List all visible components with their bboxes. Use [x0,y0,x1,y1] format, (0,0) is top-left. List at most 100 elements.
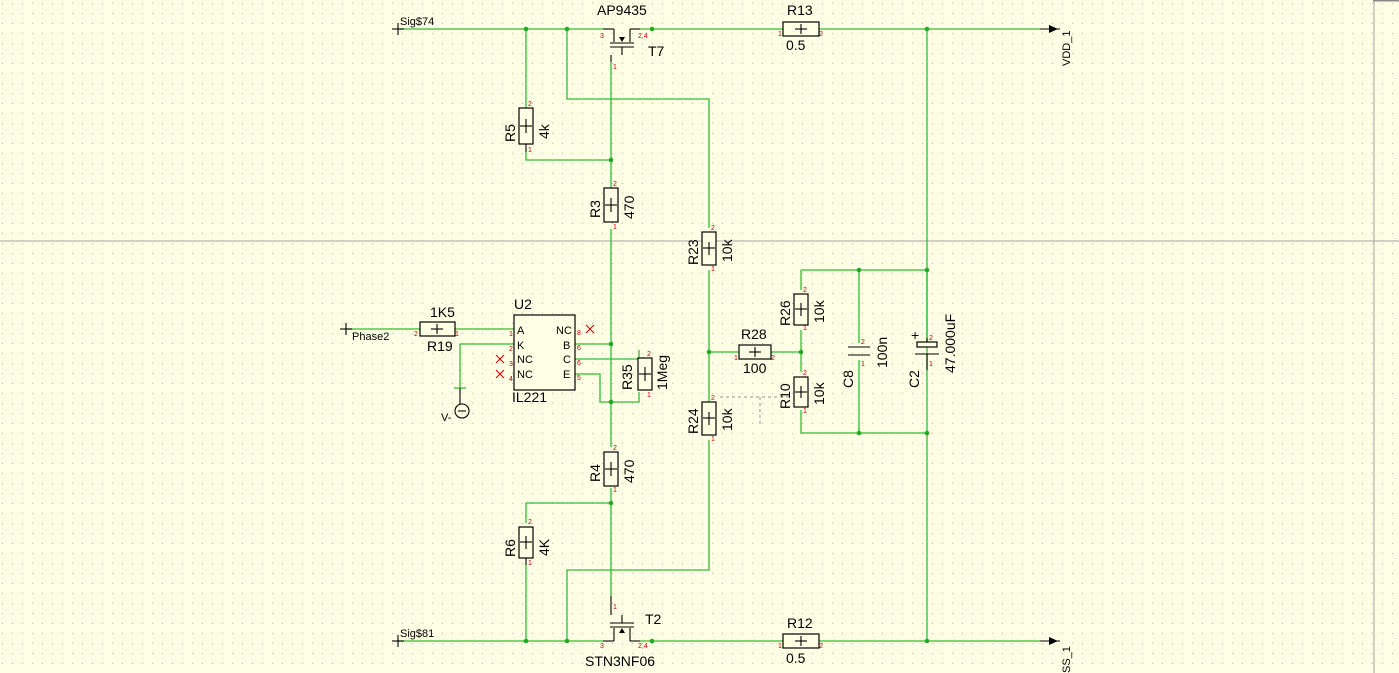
port-phase2[interactable]: Phase2 [340,323,389,343]
r23-value: 10k [719,238,735,262]
svg-text:1: 1 [861,361,865,368]
r4-value: 470 [621,459,637,483]
svg-text:6: 6 [577,345,581,352]
optocoupler-u2[interactable]: U2 IL221 A K NC NC NC B C E 1 2 3 4 8 6 … [495,296,595,405]
u2-name: U2 [514,296,532,312]
svg-text:2: 2 [613,181,617,188]
svg-text:B: B [563,340,570,352]
svg-text:1: 1 [711,266,715,273]
svg-text:2: 2 [803,370,807,377]
r19-name: R19 [427,338,453,354]
resistor-r23[interactable]: 2 1 R23 10k [685,225,735,273]
r3-value: 470 [621,195,637,219]
svg-text:E: E [563,369,570,381]
port-vss-label: SS_1 [1061,646,1073,673]
svg-text:1: 1 [803,408,807,415]
r28-value: 100 [743,360,767,376]
port-sig81[interactable]: Sig$81 [392,628,434,647]
r10-name: R10 [777,383,793,409]
svg-text:3: 3 [600,643,604,650]
resistor-r4[interactable]: 2 1 R4 470 [587,445,637,494]
svg-text:1: 1 [509,331,513,338]
svg-text:2,4: 2,4 [638,33,648,40]
t2-name: T2 [645,611,662,627]
r6-name: R6 [502,539,518,557]
resistor-r13[interactable]: 1 2 R13 0.5 [778,2,823,53]
t2-value: STN3NF06 [585,653,655,669]
svg-text:2: 2 [414,331,418,338]
resistor-r28[interactable]: 1 2 R28 100 [734,326,775,376]
resistor-r35[interactable]: 2 1 R35 1Meg [619,351,670,399]
c2-value: 47.000uF [942,314,958,373]
resistor-r3[interactable]: 2 1 R3 470 [587,181,637,231]
r6-value: 4K [536,538,552,556]
r13-name: R13 [787,2,813,18]
svg-text:2: 2 [711,395,715,402]
port-phase2-label: Phase2 [352,331,389,343]
port-sig74-label: Sig$74 [400,16,434,28]
resistor-r5[interactable]: 2 1 R5 4k [502,101,552,154]
svg-text:NC: NC [517,369,533,381]
port-vdd[interactable]: VDD_1 [1040,25,1073,66]
u2-value: IL221 [512,389,547,405]
svg-text:2: 2 [803,287,807,294]
port-vss[interactable]: SS_1 [1040,637,1073,673]
svg-text:K: K [517,340,525,352]
nc-cross-icon [495,324,595,379]
svg-text:1: 1 [803,325,807,332]
junction-dots [523,26,930,644]
svg-text:2: 2 [613,445,617,452]
svg-text:2: 2 [528,519,532,526]
wires [346,28,1040,642]
r5-value: 4k [536,123,552,139]
c2-name: C2 [906,370,922,388]
svg-text:1: 1 [734,355,738,362]
c8-value: 100n [874,337,890,368]
port-sig74[interactable]: Sig$74 [392,16,434,35]
svg-text:1: 1 [613,487,617,494]
resistor-r10[interactable]: 2 1 R10 10k [777,370,827,415]
r10-value: 10k [811,381,827,405]
arrow-right-icon [1049,25,1058,33]
r26-value: 10k [811,299,827,323]
resistor-r6[interactable]: 2 1 R6 4K [502,519,552,567]
transistor-t2[interactable]: 3 2,4 1 STN3NF06 T2 [585,596,662,669]
resistor-r24[interactable]: 2 1 R24 10k [685,395,735,443]
vminus-source[interactable]: V- [441,388,470,424]
resistor-r19[interactable]: 2 1 1K5 R19 [414,304,459,354]
svg-text:1: 1 [613,64,617,71]
capacitor-c2[interactable]: 2 1 + C2 47.000uF [906,314,958,388]
svg-text:1: 1 [778,643,782,650]
svg-text:1: 1 [455,331,459,338]
svg-text:2: 2 [819,643,823,650]
svg-text:1: 1 [647,392,651,399]
transistor-t7[interactable]: 3 2,4 1 AP9435 T7 [597,2,665,71]
svg-text:2: 2 [711,225,715,232]
svg-text:1: 1 [778,31,782,38]
svg-text:2: 2 [819,31,823,38]
r5-name: R5 [502,124,518,142]
svg-text:1: 1 [528,147,532,154]
svg-text:1: 1 [528,560,532,567]
svg-text:8: 8 [577,330,581,337]
svg-text:NC: NC [517,354,533,366]
r35-name: R35 [619,364,635,390]
capacitor-c8[interactable]: 2 1 C8 100n [840,337,890,388]
svg-text:4: 4 [509,376,513,383]
r24-value: 10k [719,407,735,431]
r24-name: R24 [685,408,701,434]
r35-value: 1Meg [654,355,670,390]
svg-text:2: 2 [861,339,865,346]
svg-text:A: A [517,325,525,337]
r13-value: 0.5 [786,37,806,53]
svg-text:3: 3 [509,361,513,368]
svg-text:2: 2 [771,355,775,362]
svg-text:C: C [563,354,571,366]
svg-text:2: 2 [929,335,933,342]
resistor-r26[interactable]: 2 1 R26 10k [777,287,827,332]
svg-text:1: 1 [613,224,617,231]
svg-text:2,4: 2,4 [638,643,648,650]
r26-name: R26 [777,300,793,326]
resistor-r12[interactable]: 1 2 R12 0.5 [778,615,823,666]
